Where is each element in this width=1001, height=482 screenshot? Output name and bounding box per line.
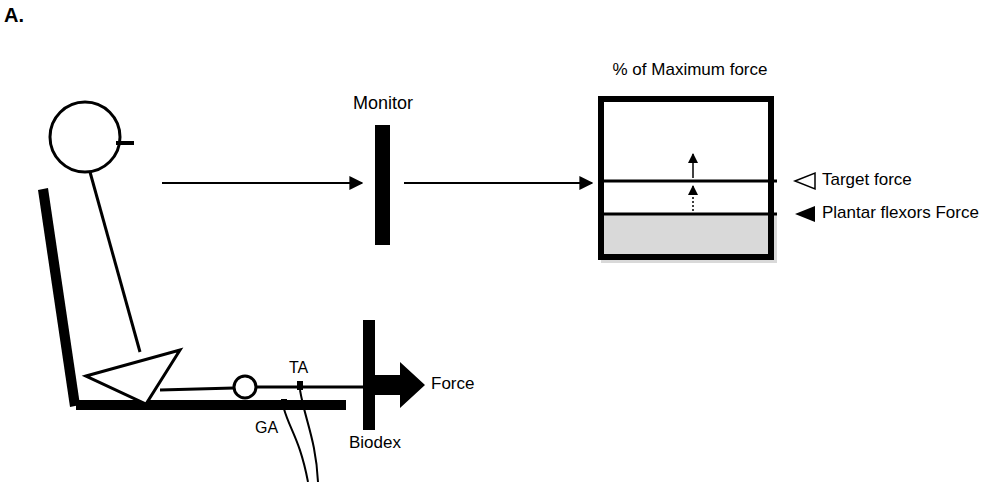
biodex-plate [363, 320, 375, 430]
signal-arrow [404, 182, 592, 184]
force-label: Plantar flexors Force [822, 204, 979, 223]
ta-electrode [297, 381, 303, 390]
monitor-screen [375, 125, 390, 245]
eye-mark [116, 141, 134, 145]
device-label: Biodex [349, 434, 401, 453]
force-line [601, 213, 777, 216]
target-marker [795, 173, 815, 189]
force-marker [795, 206, 815, 222]
force-arrow [375, 362, 425, 408]
panel-letter: A. [4, 4, 24, 26]
force-label: Force [431, 375, 474, 394]
foot [256, 386, 363, 389]
gaze-arrow [162, 182, 362, 184]
ga-electrode [281, 399, 287, 409]
target-line [601, 180, 777, 183]
knee-joint [234, 376, 256, 398]
chair-back [38, 188, 80, 407]
node-heading: Monitor [347, 93, 419, 114]
thigh [86, 350, 180, 404]
head [50, 102, 120, 172]
chair-seat [76, 400, 346, 410]
lower-leg [160, 388, 234, 390]
electrode-label: GA [255, 419, 278, 437]
up-arrow [692, 154, 694, 178]
node-heading: % of Maximum force [590, 60, 790, 80]
display-frame [598, 96, 774, 260]
monitor: Monitor [347, 93, 419, 251]
ta-wire [300, 390, 318, 482]
dotted-up-arrow [692, 186, 694, 211]
target-label: Target force [822, 171, 912, 190]
electrode-label: TA [289, 359, 308, 377]
trunk [90, 172, 140, 352]
force-display: % of Maximum force [590, 60, 790, 266]
ga-wire [284, 409, 308, 482]
